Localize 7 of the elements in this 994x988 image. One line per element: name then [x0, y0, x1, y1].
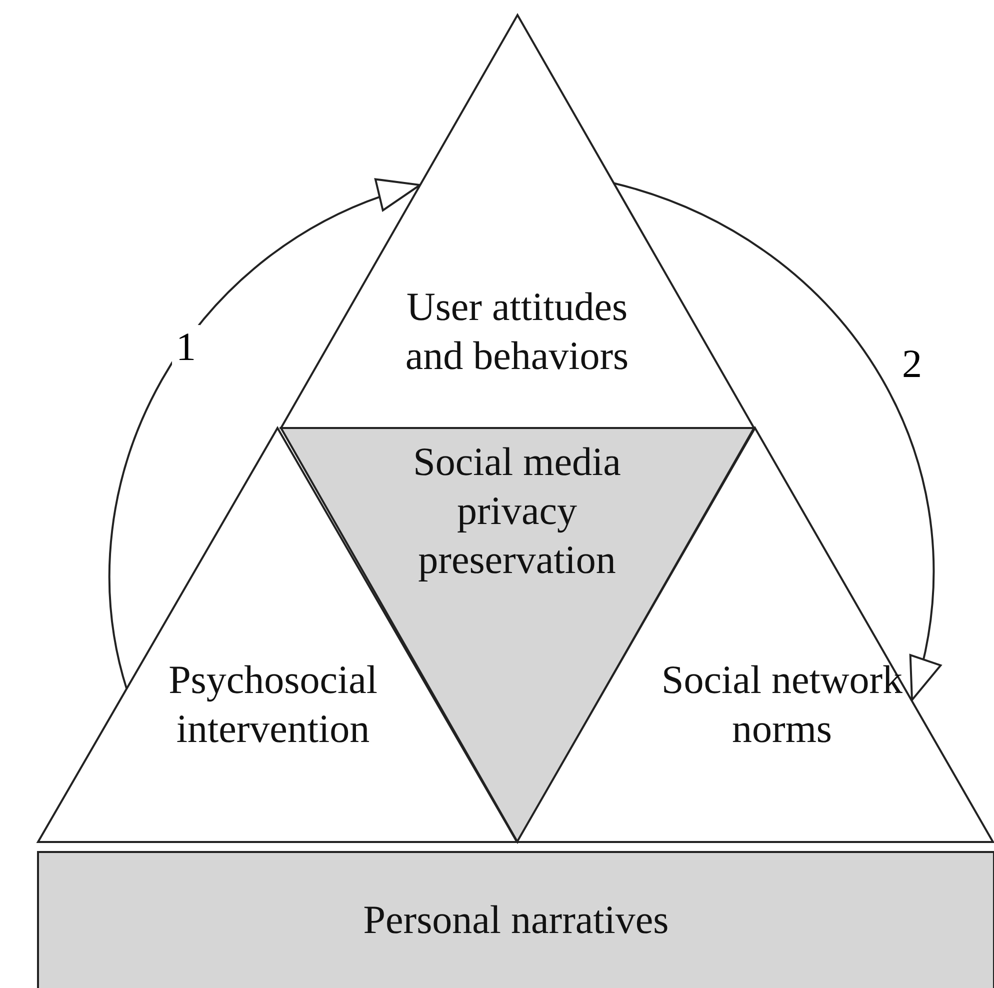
- node-label: Social media privacy preservation: [412, 438, 622, 584]
- node-label: Social network norms: [660, 656, 904, 753]
- curved-arrow: [108, 181, 421, 690]
- node-label: Personal narratives: [362, 896, 670, 944]
- node-label: User attitudes and behaviors: [404, 283, 630, 380]
- node-label: Psychosocial intervention: [168, 656, 378, 753]
- curved-arrow: [612, 182, 940, 701]
